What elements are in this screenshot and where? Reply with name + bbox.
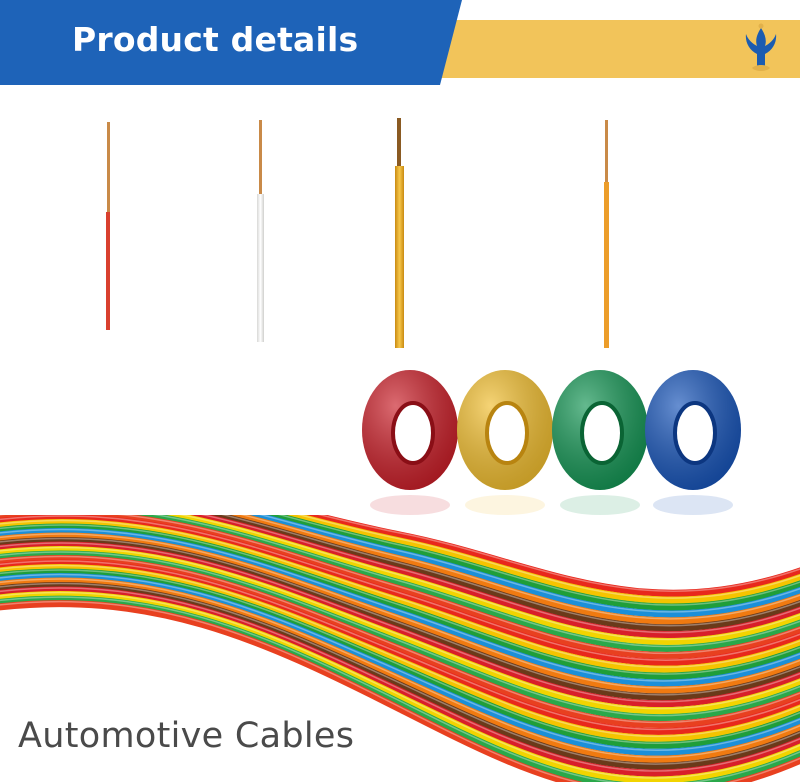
wire-strand (0, 523, 800, 680)
wire-strand (0, 515, 800, 659)
wire-strand (0, 559, 800, 735)
blue-spool (645, 370, 741, 515)
wire-strand (0, 550, 800, 722)
wire-strand-highlight (0, 551, 800, 717)
wire-strand (151, 515, 800, 646)
product-details-banner: Product details (0, 0, 800, 85)
wire-strand (0, 537, 800, 701)
wire-strand-highlight (0, 569, 800, 744)
wire-strand-highlight (0, 560, 800, 731)
wire-strand (0, 541, 800, 708)
wire-strand-highlight (0, 600, 800, 782)
banner-background (0, 0, 800, 85)
wire-strand-highlight (0, 596, 800, 782)
wire-strand-highlight (178, 515, 800, 641)
banner-blue-band (0, 0, 462, 85)
yellow-spool (457, 370, 553, 515)
wire-strand-highlight (0, 519, 800, 668)
wire-strand-highlight (200, 515, 800, 634)
red-spool (362, 370, 458, 515)
wire-strand (0, 515, 800, 652)
wire-strand-highlight (152, 515, 800, 648)
wire-strand-highlight (0, 515, 800, 655)
wire-strand-highlight (0, 533, 800, 689)
wire-strand-highlight (0, 578, 800, 758)
wire-strand (0, 591, 800, 782)
wire-strand (220, 515, 800, 625)
wire-strand-highlight (297, 515, 800, 599)
white-wire (257, 120, 264, 342)
wire-strand (278, 515, 800, 604)
wire-strand (0, 600, 800, 782)
wire-strand-highlight (240, 515, 800, 620)
yellow-wire (395, 118, 404, 348)
wire-strand (0, 546, 800, 715)
wire-strand-highlight (0, 564, 800, 738)
banner-gold-band (420, 20, 800, 78)
wire-strand-highlight (0, 587, 800, 772)
wire-strand (0, 582, 800, 770)
wire-strand-highlight (221, 515, 800, 627)
wire-strand (0, 577, 800, 763)
wire-strand (0, 564, 800, 742)
wire-strand-highlight (0, 524, 800, 675)
wire-strand (0, 573, 800, 756)
wire-strand (0, 568, 800, 749)
wire-strand (0, 528, 800, 687)
wire-strand-highlight (278, 515, 800, 606)
red-wire (106, 122, 110, 330)
wire-strand-highlight (0, 582, 800, 765)
single-wires-illustration (106, 118, 609, 348)
wire-strand-highlight (0, 546, 800, 710)
wire-strand-highlight (0, 591, 800, 779)
wire-strand (0, 518, 800, 673)
wire-strand (0, 532, 800, 694)
wire-strand (0, 586, 800, 777)
wire-strand-highlight (259, 515, 800, 613)
wire-strand-highlight (0, 542, 800, 703)
wire-bundle-strands (0, 515, 800, 782)
phoenix-crest-icon (745, 23, 777, 71)
automotive-cables-caption: Automotive Cables (18, 716, 355, 756)
orange-wire (604, 120, 609, 348)
wire-strand (240, 515, 800, 618)
wire-strand (0, 595, 800, 782)
wire-strand-highlight (317, 515, 800, 592)
wire-strand (0, 555, 800, 728)
banner-title: Product details (72, 20, 359, 59)
wire-strand-highlight (0, 537, 800, 696)
cable-spools-illustration (362, 370, 741, 515)
wire-strand-highlight (0, 528, 800, 682)
wire-strand (0, 515, 800, 666)
green-spool (552, 370, 648, 515)
wire-strand-highlight (0, 573, 800, 751)
wire-bundle-illustration (0, 515, 800, 782)
wire-strand (200, 515, 800, 632)
wire-strand (298, 515, 800, 597)
wire-strand-highlight (0, 515, 800, 662)
wire-strand (177, 515, 800, 639)
wire-strand-highlight (0, 555, 800, 724)
wire-strand (259, 515, 800, 611)
